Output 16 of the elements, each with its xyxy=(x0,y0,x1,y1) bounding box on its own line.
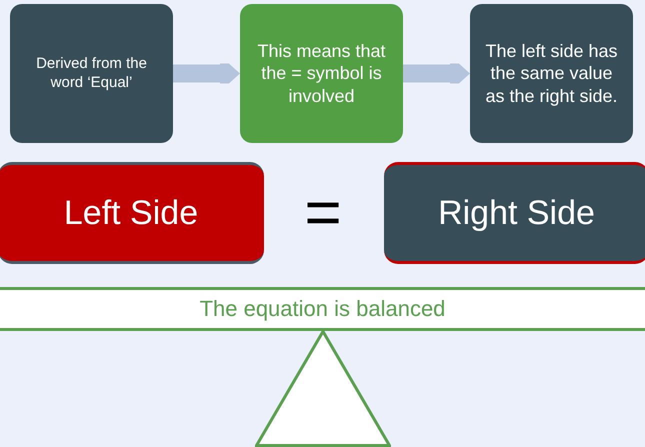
box-text: Derived from the word ‘Equal’ xyxy=(35,54,148,92)
process-box xyxy=(10,4,173,143)
box-text: Left Side xyxy=(64,192,198,234)
process-box xyxy=(470,4,633,143)
box-text: Right Side xyxy=(438,192,595,234)
balance-beam xyxy=(0,287,645,331)
process-box xyxy=(240,4,403,143)
box-text: This means that the = symbol is involved xyxy=(256,40,387,108)
block-arrow xyxy=(403,64,470,84)
box-text: The left side has the same value as the right side. xyxy=(484,40,619,108)
equals-sign: = xyxy=(303,180,343,244)
block-arrow xyxy=(173,64,240,84)
side-box xyxy=(384,162,645,264)
caption-text: The equation is balanced xyxy=(200,295,446,323)
fulcrum-triangle xyxy=(255,330,391,447)
side-box xyxy=(0,162,264,264)
